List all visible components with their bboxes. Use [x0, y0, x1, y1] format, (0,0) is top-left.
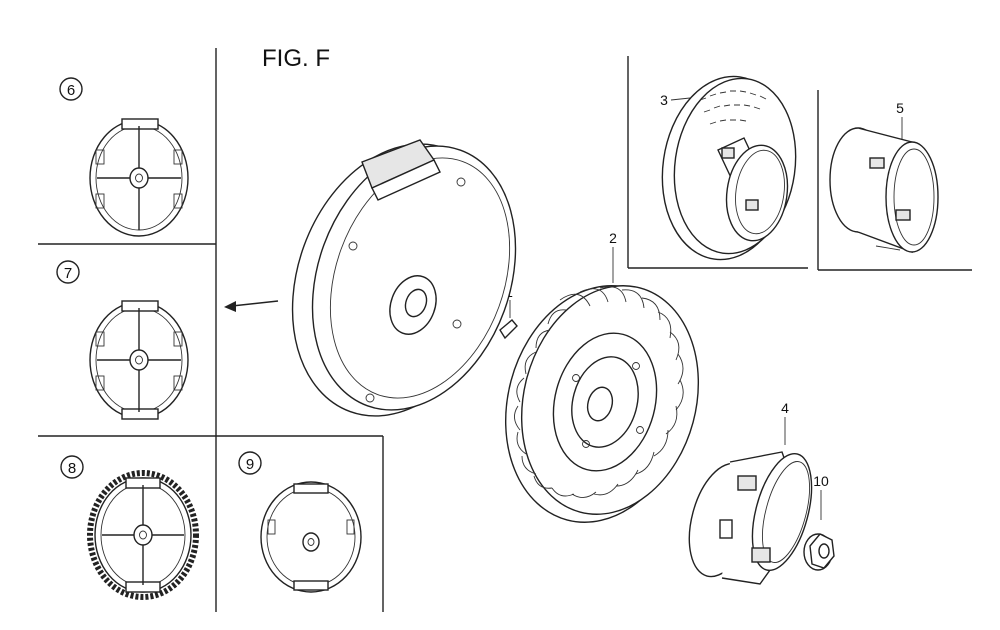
callout-5-label: 5: [896, 100, 904, 116]
callout-3: 3: [660, 92, 691, 108]
part-8-ring-gear: [87, 470, 199, 600]
vent-slots: [699, 90, 767, 125]
callout-4: 4: [781, 400, 789, 445]
callout-9-label: 9: [246, 456, 254, 473]
part-1-key: [499, 319, 518, 340]
callout-4-label: 4: [781, 400, 789, 416]
part-9-disc-pulley: [260, 481, 362, 593]
left-arrow: [224, 300, 279, 312]
part-2-flywheel: [504, 285, 700, 523]
starter-cup: [291, 139, 517, 417]
callout-6: 6: [59, 77, 83, 101]
callout-8-label: 8: [68, 460, 76, 477]
callout-3-label: 3: [660, 92, 668, 108]
part-10-flange-nut: [803, 533, 835, 571]
panel-frame-lines: [38, 48, 972, 612]
part-4-ratchet-cup: [688, 451, 813, 585]
figure-title: FIG. F: [262, 45, 330, 72]
part-7-pulley: [89, 300, 189, 420]
callout-10: 10: [813, 473, 829, 520]
callout-6-label: 6: [67, 82, 75, 99]
callout-10-label: 10: [813, 473, 829, 489]
part-3-fan-cover: [661, 75, 797, 261]
callout-7-label: 7: [64, 265, 72, 282]
callout-5: 5: [896, 100, 904, 140]
callout-2: 2: [609, 230, 617, 283]
callout-9: 9: [238, 451, 262, 475]
part-6-pulley: [89, 118, 189, 237]
callout-8: 8: [60, 455, 84, 479]
part-5-sleeve: [829, 127, 939, 254]
callout-7: 7: [56, 260, 80, 284]
callout-2-label: 2: [609, 230, 617, 246]
